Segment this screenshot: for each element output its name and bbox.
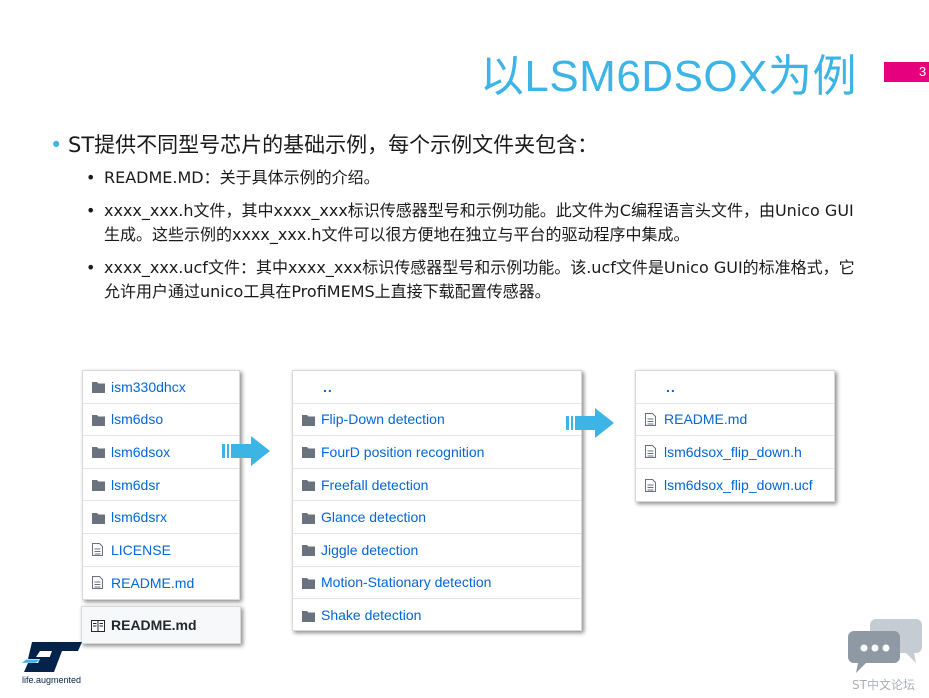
folder-icon — [92, 445, 105, 459]
list-item-label: Flip-Down detection — [321, 411, 445, 428]
list-item[interactable]: FourD position recognition — [293, 436, 581, 469]
arrow-right-icon — [566, 408, 614, 438]
main-bullet-text: ST提供不同型号芯片的基础示例，每个示例文件夹包含： — [68, 133, 599, 157]
forum-label: ST中文论坛 — [852, 678, 915, 692]
list-item[interactable]: README.md — [83, 567, 239, 600]
parent-directory-link[interactable]: .. — [636, 371, 834, 404]
list-item-label: README.md — [664, 411, 748, 428]
file-icon — [645, 412, 658, 426]
folder-icon — [302, 543, 315, 557]
example-folder-list: .. Flip-Down detection FourD position re… — [292, 370, 582, 631]
list-item-label: Freefall detection — [321, 476, 429, 493]
list-item[interactable]: Jiggle detection — [293, 534, 581, 567]
sub-bullet-text: xxxx_xxx.ucf文件：其中xxxx_xxx标识传感器型号和示例功能。该.… — [104, 258, 855, 301]
list-item-label: README.md — [111, 574, 195, 591]
list-item-label: lsm6dsox_flip_down.ucf — [664, 477, 813, 494]
list-item[interactable]: lsm6dsox_flip_down.h — [636, 436, 834, 469]
main-bullet: • ST提供不同型号芯片的基础示例，每个示例文件夹包含： — [50, 130, 890, 160]
list-item[interactable]: lsm6dsrx — [83, 501, 239, 534]
sub-bullet-readme: • README.MD：关于具体示例的介绍。 — [86, 166, 890, 190]
slide-title: 以LSM6DSOX为例 — [479, 52, 857, 101]
list-item[interactable]: README.md — [636, 404, 834, 437]
list-item[interactable]: ism330dhcx — [83, 371, 239, 404]
list-item[interactable]: lsm6dso — [83, 404, 239, 437]
st-tagline: life.augmented — [22, 675, 82, 685]
readme-header: README.md — [81, 606, 241, 644]
list-item[interactable]: Motion-Stationary detection — [293, 567, 581, 600]
bullet-dot: • — [86, 258, 96, 277]
list-item[interactable]: Freefall detection — [293, 469, 581, 502]
list-item[interactable]: lsm6dsr — [83, 469, 239, 502]
list-item[interactable]: LICENSE — [83, 534, 239, 567]
list-item-label: lsm6dsox_flip_down.h — [664, 443, 802, 460]
list-item-label: ism330dhcx — [111, 378, 186, 395]
list-item-label: Motion-Stationary detection — [321, 574, 492, 591]
list-item[interactable]: Flip-Down detection — [293, 404, 581, 437]
list-item[interactable]: lsm6dsox_flip_down.ucf — [636, 469, 834, 502]
parent-directory-link[interactable]: .. — [293, 371, 581, 404]
folder-icon — [92, 478, 105, 492]
list-item[interactable]: Glance detection — [293, 501, 581, 534]
folder-icon — [302, 511, 315, 524]
sub-bullet-text: README.MD：关于具体示例的介绍。 — [104, 168, 380, 187]
sub-bullet-ucf: • xxxx_xxx.ucf文件：其中xxxx_xxx标识传感器型号和示例功能。… — [86, 256, 890, 304]
list-item-label: FourD position recognition — [321, 443, 485, 460]
arrow-right-icon — [222, 436, 270, 466]
file-icon — [645, 478, 658, 492]
bullet-dot: • — [50, 133, 63, 157]
book-icon — [91, 619, 105, 632]
list-item-label: LICENSE — [111, 541, 171, 558]
list-item[interactable]: Shake detection — [293, 599, 581, 632]
folder-icon — [302, 576, 315, 589]
folder-icon — [302, 609, 315, 622]
list-item-label: Shake detection — [321, 607, 422, 624]
st-logo — [22, 642, 82, 672]
list-item-label: lsm6dsr — [111, 476, 161, 493]
list-item-label: Glance detection — [321, 509, 427, 526]
folder-icon — [302, 445, 315, 459]
sub-bullet-header: • xxxx_xxx.h文件，其中xxxx_xxx标识传感器型号和示例功能。此文… — [86, 199, 890, 247]
list-item-label: lsm6dsrx — [111, 509, 168, 526]
bullet-list: • ST提供不同型号芯片的基础示例，每个示例文件夹包含： • README.MD… — [50, 130, 890, 304]
file-icon — [645, 445, 658, 459]
file-icon — [92, 576, 105, 590]
bullet-dot: • — [86, 168, 96, 187]
sensor-folder-list: ism330dhcx lsm6dso lsm6dsox lsm6dsr lsm6… — [82, 370, 240, 600]
sub-bullet-text: xxxx_xxx.h文件，其中xxxx_xxx标识传感器型号和示例功能。此文件为… — [104, 201, 854, 244]
folder-icon — [92, 511, 105, 524]
folder-icon — [302, 478, 315, 492]
folder-icon — [92, 380, 105, 394]
bullet-dot: • — [86, 201, 96, 220]
chat-bubble-icon — [848, 619, 922, 673]
readme-header-label: README.md — [111, 617, 197, 633]
list-item[interactable]: lsm6dsox — [83, 436, 239, 469]
folder-icon — [92, 413, 105, 426]
list-item-label: Jiggle detection — [321, 541, 419, 558]
folder-icon — [302, 413, 315, 426]
list-item-label: lsm6dsox — [111, 443, 171, 460]
page-number: 3 — [884, 62, 929, 82]
example-file-list: .. README.md lsm6dsox_flip_down.h lsm6ds… — [635, 370, 835, 502]
list-item-label: lsm6dso — [111, 411, 164, 428]
file-icon — [92, 543, 105, 557]
